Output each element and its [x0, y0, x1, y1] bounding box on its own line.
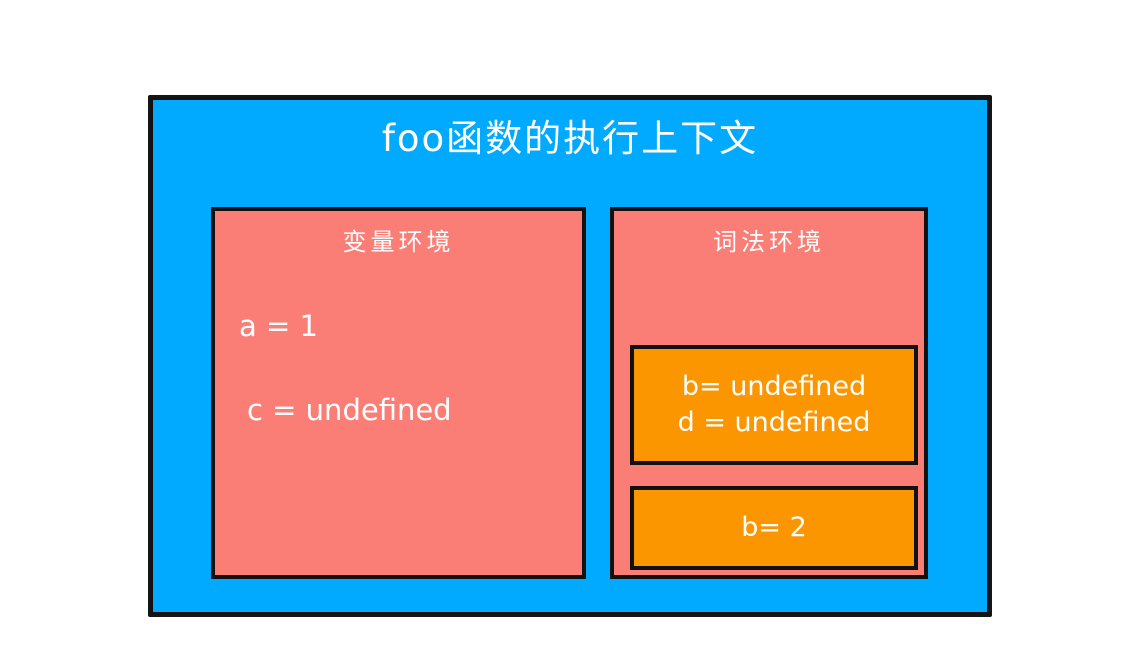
- lexical-binding-b-assigned: b= 2: [741, 512, 807, 543]
- variable-binding-c: c = undefined: [247, 393, 452, 427]
- variable-environment-title: 变量环境: [342, 228, 455, 256]
- execution-context-box: foo函数的执行上下文 变量环境 a = 1 c = undefined 词法环…: [148, 95, 992, 617]
- lexical-block-hoisted: b= undefined d = undefined: [630, 345, 918, 465]
- lexical-environment-panel: 词法环境 b= undefined d = undefined b= 2: [610, 207, 928, 579]
- variable-bindings-list: a = 1 c = undefined: [239, 309, 572, 427]
- lexical-block-assigned: b= 2: [630, 486, 918, 570]
- execution-context-title: foo函数的执行上下文: [381, 117, 759, 160]
- lexical-environment-title: 词法环境: [713, 228, 825, 256]
- variable-environment-panel: 变量环境 a = 1 c = undefined: [211, 207, 586, 579]
- variable-binding-a: a = 1: [239, 309, 318, 343]
- lexical-binding-b-undefined: b= undefined: [681, 371, 867, 402]
- lexical-binding-d-undefined: d = undefined: [677, 407, 871, 438]
